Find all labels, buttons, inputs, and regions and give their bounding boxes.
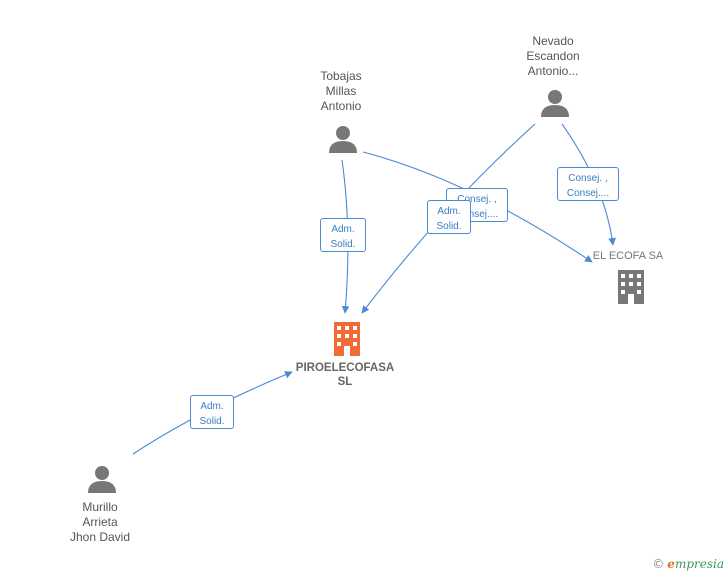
company-label-elecofa[interactable]: EL ECOFA SA <box>558 249 698 263</box>
role-line: Solid. <box>330 239 356 250</box>
copyright-icon: © <box>652 557 665 571</box>
person-icon-nevado[interactable] <box>541 90 569 117</box>
role-line: Solid. <box>199 416 225 427</box>
company-name-line: PIROELECOFASA <box>295 362 395 374</box>
building-icon-piroelecofasa[interactable] <box>334 322 360 356</box>
name-line: Escandon <box>526 49 580 63</box>
name-line: Antonio <box>320 99 362 113</box>
role-line: Consej. , <box>457 194 497 205</box>
person-label-tobajas[interactable]: Tobajas Millas Antonio <box>281 69 401 114</box>
company-label-piroelecofasa[interactable]: PIROELECOFASA SL <box>275 361 415 389</box>
name-line: Tobajas <box>320 69 362 83</box>
company-name-line: SL <box>337 376 353 388</box>
company-name-line: EL ECOFA SA <box>592 250 664 262</box>
brand-logo-letter: e <box>667 557 675 571</box>
role-line: Consej. , <box>568 173 608 184</box>
empresia-watermark: ©empresia <box>652 557 724 571</box>
name-line: Antonio... <box>527 64 579 78</box>
building-icon-elecofa[interactable] <box>618 270 644 304</box>
person-icon-murillo[interactable] <box>88 466 116 493</box>
brand-logo-text: mpresia <box>674 557 724 571</box>
name-line: Jhon David <box>69 530 131 544</box>
role-line: Consej.... <box>455 209 499 220</box>
name-line: Nevado <box>532 34 574 48</box>
role-line: Solid. <box>436 221 462 232</box>
role-line: Adm. <box>437 206 461 217</box>
name-line: Millas <box>325 84 357 98</box>
person-label-murillo[interactable]: Murillo Arrieta Jhon David <box>40 500 160 545</box>
role-line: Consej.... <box>566 188 610 199</box>
edge-label-murillo-piro[interactable]: Adm. Solid. <box>190 395 234 429</box>
role-line: Adm. <box>331 224 355 235</box>
person-label-nevado[interactable]: Nevado Escandon Antonio... <box>493 34 613 79</box>
edge-label-nevado-elecofa[interactable]: Consej. , Consej.... <box>557 167 619 201</box>
edge-label-nevado-piro[interactable]: Adm. Solid. <box>427 200 471 234</box>
edge-label-tobajas-piro[interactable]: Adm. Solid. <box>320 218 366 252</box>
person-icon-tobajas[interactable] <box>329 126 357 153</box>
name-line: Arrieta <box>82 515 118 529</box>
role-line: Adm. <box>200 401 224 412</box>
name-line: Murillo <box>82 500 118 514</box>
